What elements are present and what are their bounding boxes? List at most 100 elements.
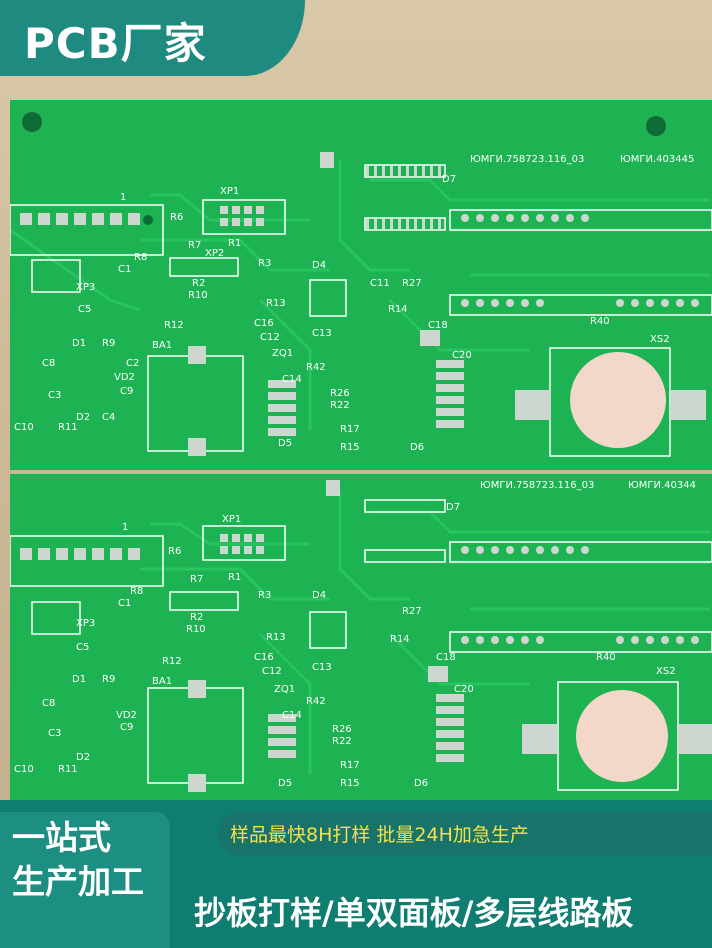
silk-label: XP3 — [76, 618, 95, 629]
silk-label: R9 — [102, 338, 115, 349]
silk-label: R7 — [190, 574, 203, 585]
silk-label: R12 — [164, 320, 184, 331]
silk-label: D2 — [76, 752, 90, 763]
silk-label: D4 — [312, 590, 326, 601]
services-text: 抄板打样/单双面板/多层线路板 — [194, 894, 634, 932]
silk-label: D2 — [76, 412, 90, 423]
silk-label: R13 — [266, 632, 286, 643]
silk-label: 1 — [120, 192, 126, 203]
promo-left-line1: 一站式 — [12, 818, 111, 857]
silk-label: R15 — [340, 778, 360, 789]
silk-label: C20 — [454, 684, 474, 695]
silk-label: C18 — [428, 320, 448, 331]
silk-label: XS2 — [656, 666, 676, 677]
part-number-label: ЮМГИ.758723.116_03 — [480, 480, 594, 491]
silk-label: C16 — [254, 318, 274, 329]
silk-label: C12 — [262, 666, 282, 677]
promo-left-line2: 生产加工 — [12, 862, 144, 901]
silk-label: D6 — [410, 442, 424, 453]
silk-label: R3 — [258, 590, 271, 601]
silk-label: R17 — [340, 424, 360, 435]
silk-label: VD2 — [116, 710, 137, 721]
silk-label: R2 — [190, 612, 203, 623]
silk-label: XP1 — [220, 186, 239, 197]
silk-label: R6 — [168, 546, 181, 557]
silk-label: R14 — [390, 634, 410, 645]
part-number-label-right: ЮМГИ.40344 — [628, 480, 696, 491]
silk-label: C20 — [452, 350, 472, 361]
silk-label: C13 — [312, 662, 332, 673]
silk-label: R1 — [228, 572, 241, 583]
silk-label: D6 — [414, 778, 428, 789]
silk-label: R1 — [228, 238, 241, 249]
silk-label: ZQ1 — [274, 684, 295, 695]
silk-label: R10 — [188, 290, 208, 301]
silk-label: R8 — [134, 252, 147, 263]
page-title: PCB厂家 — [24, 19, 207, 68]
silk-label: D5 — [278, 438, 292, 449]
silk-label: C3 — [48, 390, 61, 401]
silk-label: R26 — [332, 724, 352, 735]
silk-label: R14 — [388, 304, 408, 315]
silk-label: R40 — [590, 316, 610, 327]
silk-label: D4 — [312, 260, 326, 271]
silk-label: R2 — [192, 278, 205, 289]
silk-label: D7 — [446, 502, 460, 513]
silk-label: C4 — [102, 412, 115, 423]
silk-label: C5 — [78, 304, 91, 315]
pcb-artwork-top: ЮМГИ.758723.116_03 ЮМГИ.403445 D7 XP1 1 … — [10, 112, 712, 457]
silk-label: R10 — [186, 624, 206, 635]
silk-label: C1 — [118, 264, 131, 275]
silk-label: R22 — [332, 736, 352, 747]
silk-label: C13 — [312, 328, 332, 339]
silk-label: C2 — [126, 358, 139, 369]
silk-label: R9 — [102, 674, 115, 685]
silk-label: R12 — [162, 656, 182, 667]
silk-label: R15 — [340, 442, 360, 453]
silk-label: BA1 — [152, 676, 172, 687]
silk-label: C5 — [76, 642, 89, 653]
silk-label: C14 — [282, 374, 302, 385]
silk-label: ZQ1 — [272, 348, 293, 359]
silk-label: XS2 — [650, 334, 670, 345]
silk-label: C11 — [370, 278, 390, 289]
services-line: 抄板打样/单双面板/多层线路板 — [190, 880, 712, 948]
silk-label: R17 — [340, 760, 360, 771]
silk-label: C1 — [118, 598, 131, 609]
silk-label: C10 — [14, 764, 34, 775]
silk-label: XP2 — [205, 248, 224, 259]
silk-label: R13 — [266, 298, 286, 309]
silk-label: C3 — [48, 728, 61, 739]
silk-label: R11 — [58, 764, 78, 775]
silk-label: XP3 — [76, 282, 95, 293]
silk-label: R27 — [402, 606, 422, 617]
silk-label: R40 — [596, 652, 616, 663]
tagline-pill: 样品最快8H打样 批量24H加急生产 — [218, 812, 712, 856]
silk-label: C12 — [260, 332, 280, 343]
silk-label: 1 — [122, 522, 128, 533]
silk-label: R3 — [258, 258, 271, 269]
silk-label: C16 — [254, 652, 274, 663]
silk-label: R6 — [170, 212, 183, 223]
silk-label: D5 — [278, 778, 292, 789]
silk-label: C9 — [120, 722, 133, 733]
silk-label: C8 — [42, 358, 55, 369]
silk-label: VD2 — [114, 372, 135, 383]
silk-label: C9 — [120, 386, 133, 397]
silk-label: R26 — [330, 388, 350, 399]
part-number-label-right: ЮМГИ.403445 — [620, 154, 694, 165]
title-tab: PCB厂家 — [0, 0, 305, 76]
silk-label: R7 — [188, 240, 201, 251]
silk-label: R42 — [306, 696, 326, 707]
silk-label: C10 — [14, 422, 34, 433]
silk-label: C18 — [436, 652, 456, 663]
tagline-text: 样品最快8H打样 批量24H加急生产 — [230, 824, 529, 846]
promo-left-box — [0, 812, 170, 948]
silk-label: C14 — [282, 710, 302, 721]
silk-label: R22 — [330, 400, 350, 411]
pcb-board-top: ЮМГИ.758723.116_03 ЮМГИ.403445 D7 XP1 1 … — [10, 100, 712, 470]
silk-label: C8 — [42, 698, 55, 709]
pcb-board-bottom: ЮМГИ.758723.116_03 ЮМГИ.40344 D7 XP1 1 R… — [10, 474, 712, 800]
pcb-artwork-bottom: ЮМГИ.758723.116_03 ЮМГИ.40344 D7 XP1 1 R… — [10, 480, 712, 792]
